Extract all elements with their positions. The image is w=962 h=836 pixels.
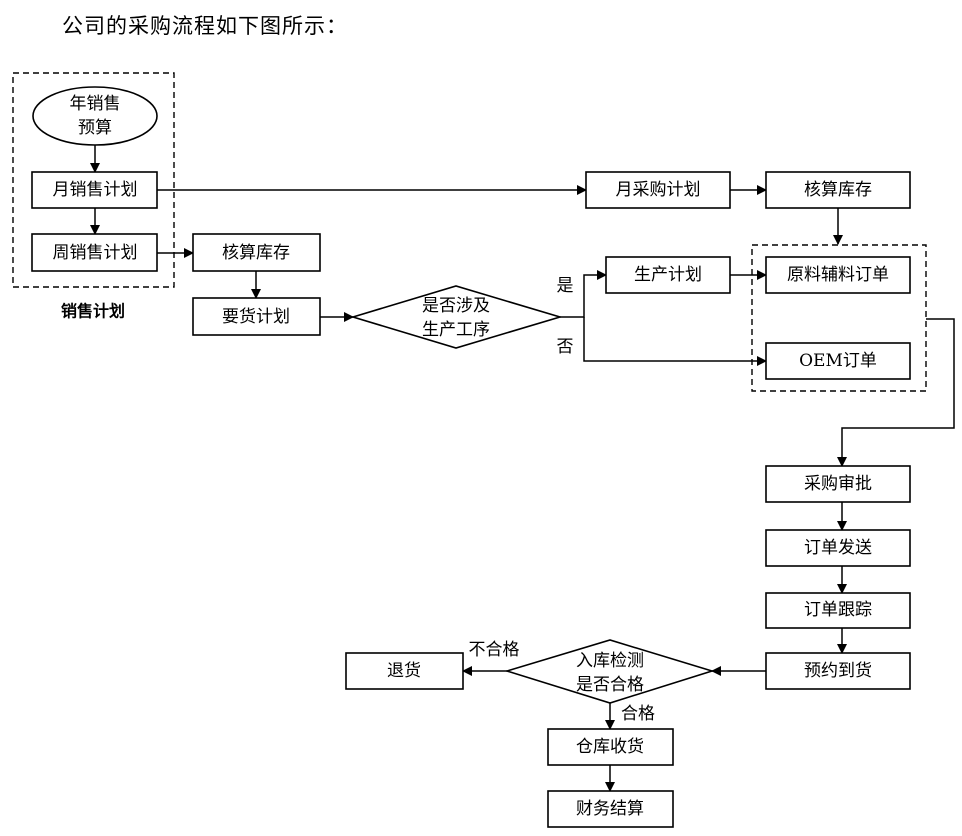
edge-label-yes: 是: [557, 276, 574, 296]
node-scheduled-arrival: 预约到货: [765, 652, 911, 690]
svg-text:要货计划: 要货计划: [222, 307, 290, 327]
svg-text:财务结算: 财务结算: [576, 799, 644, 819]
node-oem-order: OEM订单: [765, 342, 911, 380]
node-return-goods: 退货: [345, 652, 464, 690]
node-production-decision: 是否涉及 生产工序: [350, 285, 563, 349]
node-order-tracking: 订单跟踪: [765, 592, 911, 629]
edge-label-fail: 不合格: [469, 640, 520, 660]
svg-text:生产工序: 生产工序: [422, 320, 490, 340]
node-warehouse-receipt: 仓库收货: [547, 728, 674, 766]
node-inspection-decision: 入库检测 是否合格: [504, 639, 715, 704]
node-raw-material-order: 原料辅料订单: [765, 256, 911, 294]
node-monthly-purchase-plan: 月采购计划: [585, 171, 731, 209]
sales-plan-group-label: 销售计划: [61, 302, 125, 321]
node-financial-settlement: 财务结算: [547, 790, 674, 828]
sales-plan-group: [12, 72, 175, 288]
node-monthly-sales-plan: 月销售计划: [31, 171, 158, 209]
svg-text:核算库存: 核算库存: [804, 180, 872, 200]
svg-text:月采购计划: 月采购计划: [616, 180, 701, 200]
svg-text:原料辅料订单: 原料辅料订单: [787, 265, 889, 285]
node-weekly-sales-plan: 周销售计划: [31, 233, 158, 272]
edge-label-no: 否: [557, 337, 574, 357]
svg-text:入库检测: 入库检测: [576, 651, 644, 671]
svg-text:年销售: 年销售: [70, 94, 121, 114]
svg-text:订单发送: 订单发送: [804, 538, 872, 558]
node-inventory-check-1: 核算库存: [192, 233, 321, 272]
edge-decision-yes: [560, 270, 607, 318]
svg-text:核算库存: 核算库存: [222, 243, 290, 263]
svg-text:OEM订单: OEM订单: [799, 351, 877, 371]
svg-text:周销售计划: 周销售计划: [53, 243, 138, 263]
edge-label-pass: 合格: [621, 704, 655, 724]
svg-text:月销售计划: 月销售计划: [53, 180, 138, 200]
node-annual-budget: 年销售 预算: [32, 86, 158, 146]
svg-text:仓库收货: 仓库收货: [576, 737, 644, 757]
svg-text:是否涉及: 是否涉及: [422, 296, 490, 316]
svg-text:生产计划: 生产计划: [634, 265, 702, 285]
svg-text:是否合格: 是否合格: [576, 675, 644, 695]
node-requisition-plan: 要货计划: [192, 297, 321, 336]
node-purchase-approval: 采购审批: [765, 465, 911, 503]
page-heading: 公司的采购流程如下图所示：: [62, 14, 348, 38]
svg-text:预算: 预算: [78, 118, 112, 138]
node-order-send: 订单发送: [765, 529, 911, 567]
node-inventory-check-2: 核算库存: [765, 171, 911, 209]
edge-decision-no: [583, 317, 767, 366]
svg-text:预约到货: 预约到货: [804, 661, 872, 681]
svg-text:订单跟踪: 订单跟踪: [804, 600, 872, 620]
svg-text:退货: 退货: [387, 661, 421, 681]
edge-group-to-approval: [837, 318, 955, 467]
svg-text:采购审批: 采购审批: [804, 474, 872, 494]
node-production-plan: 生产计划: [605, 256, 731, 294]
